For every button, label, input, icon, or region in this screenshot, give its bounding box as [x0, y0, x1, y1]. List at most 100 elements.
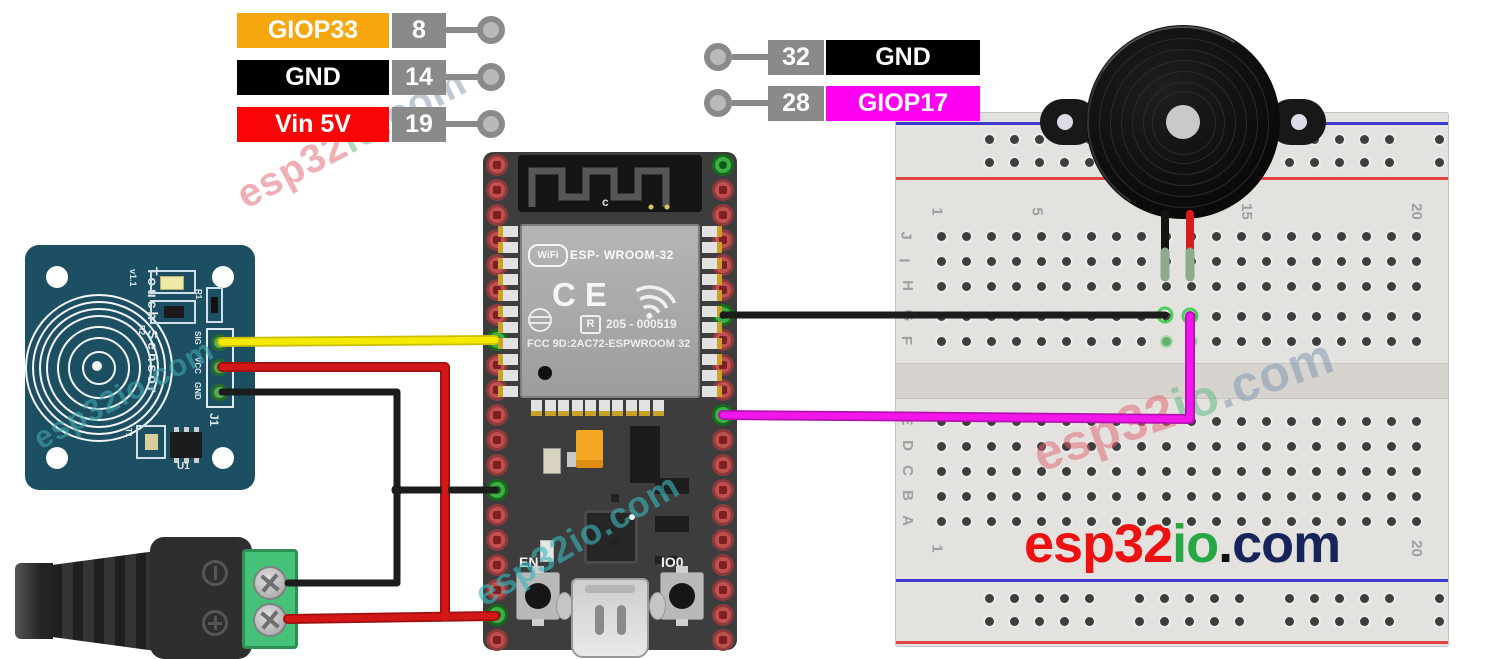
- breadboard-hole: [1261, 281, 1271, 291]
- smd-b: [655, 516, 689, 532]
- breadboard-hole: [1061, 336, 1071, 346]
- breadboard-hole: [1434, 616, 1444, 626]
- breadboard-hole: [961, 416, 971, 426]
- breadboard-hole: [1111, 336, 1121, 346]
- breadboard-hole: [1186, 311, 1196, 321]
- breadboard-hole: [1336, 256, 1346, 266]
- breadboard-hole: [1161, 466, 1171, 476]
- breadboard-hole: [1161, 311, 1171, 321]
- breadboard-hole: [936, 281, 946, 291]
- breadboard-hole: [1411, 466, 1421, 476]
- led-d1: [150, 270, 196, 294]
- breadboard-hole: [1261, 441, 1271, 451]
- row-label: E: [898, 415, 916, 426]
- ldo-regulator: [576, 430, 603, 468]
- breadboard-hole: [1136, 491, 1146, 501]
- breadboard-hole: [1386, 231, 1396, 241]
- castellation-pad: [702, 290, 722, 301]
- breadboard-hole: [1061, 231, 1071, 241]
- breadboard-hole: [1411, 336, 1421, 346]
- breadboard-hole: [1411, 441, 1421, 451]
- esp32-pin: [712, 204, 734, 226]
- breadboard-hole: [1036, 491, 1046, 501]
- usb-lip: [585, 585, 635, 593]
- breadboard-hole: [1036, 466, 1046, 476]
- breadboard-hole: [1211, 516, 1221, 526]
- breadboard-hole: [1334, 134, 1344, 144]
- breadboard-hole: [961, 491, 971, 501]
- breadboard-hole: [1336, 311, 1346, 321]
- touch-pad-ring: [68, 337, 130, 399]
- buzzer-groove-ring: [1143, 82, 1225, 164]
- breadboard-hole: [936, 516, 946, 526]
- row-label: J: [897, 231, 915, 240]
- buzzer-ear-hole-left: [1057, 114, 1073, 130]
- breadboard-hole: [1084, 157, 1094, 167]
- esp32-pin: [712, 579, 734, 601]
- breadboard-hole: [1086, 466, 1096, 476]
- breadboard-hole: [1411, 491, 1421, 501]
- breadboard-hole: [1011, 516, 1021, 526]
- breadboard-hole: [1061, 311, 1071, 321]
- breadboard-hole: [1286, 281, 1296, 291]
- breadboard-hole: [1411, 416, 1421, 426]
- breadboard-hole: [1361, 336, 1371, 346]
- breadboard-logo: esp32io.com: [1024, 513, 1341, 575]
- breadboard-hole: [1386, 516, 1396, 526]
- breadboard-hole: [1361, 281, 1371, 291]
- row-label: G: [899, 309, 917, 322]
- breadboard-hole: [984, 134, 994, 144]
- u1-leg: [194, 427, 199, 432]
- esp32-pin: [712, 504, 734, 526]
- en-button-tab-bottom: [532, 619, 544, 626]
- plus-symbol-h: [208, 621, 222, 625]
- castellation-pad: [498, 322, 518, 333]
- breadboard-hole: [1336, 231, 1346, 241]
- breadboard-hole: [1286, 336, 1296, 346]
- wifi-logo-badge: WiFi: [528, 244, 568, 267]
- breadboard-hole: [1359, 134, 1369, 144]
- breadboard-hole: [1236, 516, 1246, 526]
- transistor-t1-label: T1: [124, 428, 133, 438]
- breadboard-hole: [1061, 466, 1071, 476]
- breadboard-hole: [1086, 231, 1096, 241]
- castellation-pad: [498, 338, 518, 349]
- sensor-version: v1.1: [128, 269, 138, 287]
- pin-number-box: 14: [392, 60, 446, 95]
- breadboard-hole: [1386, 311, 1396, 321]
- breadboard-hole: [1311, 311, 1321, 321]
- breadboard-hole: [1284, 593, 1294, 603]
- breadboard-hole: [1086, 256, 1096, 266]
- breadboard-hole: [986, 311, 996, 321]
- legend-connector-stub: [732, 54, 768, 60]
- column-label: 20: [1407, 203, 1425, 220]
- breadboard-hole: [961, 231, 971, 241]
- esp32-pin-connected: [712, 154, 734, 176]
- legend-connector-stub: [732, 100, 768, 106]
- resistor-r1-body: [211, 297, 218, 313]
- breadboard-hole: [1184, 593, 1194, 603]
- breadboard-hole: [1111, 491, 1121, 501]
- breadboard-hole: [1236, 311, 1246, 321]
- breadboard-hole: [1284, 616, 1294, 626]
- esp32-pin: [486, 429, 508, 451]
- usb-latch-right: [649, 592, 666, 620]
- breadboard-hole: [1086, 491, 1096, 501]
- breadboard-hole: [1234, 616, 1244, 626]
- breadboard-hole: [1261, 336, 1271, 346]
- castellation-pad: [498, 258, 518, 269]
- logo-io: io: [1172, 514, 1219, 574]
- castellation-pad: [625, 400, 637, 416]
- breadboard-hole: [1286, 231, 1296, 241]
- breadboard-hole: [986, 516, 996, 526]
- breadboard-hole: [1034, 616, 1044, 626]
- breadboard-hole: [1036, 311, 1046, 321]
- breadboard-hole: [1136, 441, 1146, 451]
- breadboard-hole: [1286, 311, 1296, 321]
- breadboard-hole: [1361, 256, 1371, 266]
- smd-a: [655, 478, 689, 494]
- legend-connector-circle: [704, 89, 732, 117]
- castellation-pad: [498, 354, 518, 365]
- breadboard-hole: [1086, 441, 1096, 451]
- breadboard-hole: [1236, 256, 1246, 266]
